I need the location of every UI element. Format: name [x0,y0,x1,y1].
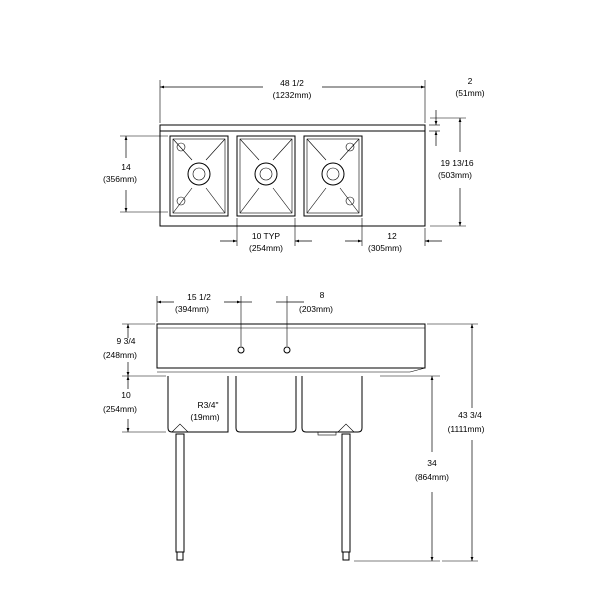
faucet-hole-icon [283,346,291,354]
backsplash-height-metric: (248mm) [103,350,137,360]
faucet-offset-label: 15 1/2 [187,292,211,302]
faucet-spacing-metric: (203mm) [299,304,333,314]
drain-icon [187,162,211,186]
faucet-spacing-label: 8 [320,290,325,300]
bowl-3-top [303,135,363,217]
overall-height-metric: (1111mm) [448,424,485,434]
faucet-hole-icon [237,346,245,354]
bowl-2-top [236,135,296,217]
backsplash-panel [156,323,426,369]
bowl-3-front [301,376,363,433]
bowl-width-metric: (254mm) [249,243,283,253]
bowl-height-label: 10 [121,390,131,400]
backsplash-label: 2 [468,76,473,86]
drain-icon [321,162,345,186]
bowl-depth-label: 14 [121,162,131,172]
overall-height-label: 43 3/4 [458,410,482,420]
backsplash-metric: (51mm) [455,88,484,98]
drainboard-metric: (305mm) [368,243,402,253]
overall-width-label: 48 1/2 [280,78,304,88]
bowl-1-front [167,376,229,433]
bowl-width-label: 10 TYP [252,231,281,241]
bowl-1-top [169,135,229,217]
bowl-2-front [235,376,297,433]
radius-metric: (19mm) [190,412,219,422]
overall-width-metric: (1232mm) [273,90,312,100]
drain-icon [254,162,278,186]
work-height-label: 34 [427,458,437,468]
bowl-height-metric: (254mm) [103,404,137,414]
radius-label: R3/4" [198,400,219,410]
top-view: 48 1/2 (1232mm) 2 (51mm) 19 13/16 (503mm… [103,76,485,253]
leg-left [175,433,185,553]
faucet-offset-metric: (394mm) [175,304,209,314]
bowl-depth-metric: (356mm) [103,174,137,184]
overall-depth-metric: (503mm) [438,170,472,180]
sink-top-outline [159,124,426,227]
work-height-metric: (864mm) [415,472,449,482]
overall-depth-label: 19 13/16 [440,158,473,168]
front-view: 15 1/2 (394mm) 8 (203mm) 9 3/4 (248mm) 1… [103,290,485,562]
leg-right [341,433,351,553]
drainboard-label: 12 [387,231,397,241]
backsplash-height-label: 9 3/4 [117,336,136,346]
